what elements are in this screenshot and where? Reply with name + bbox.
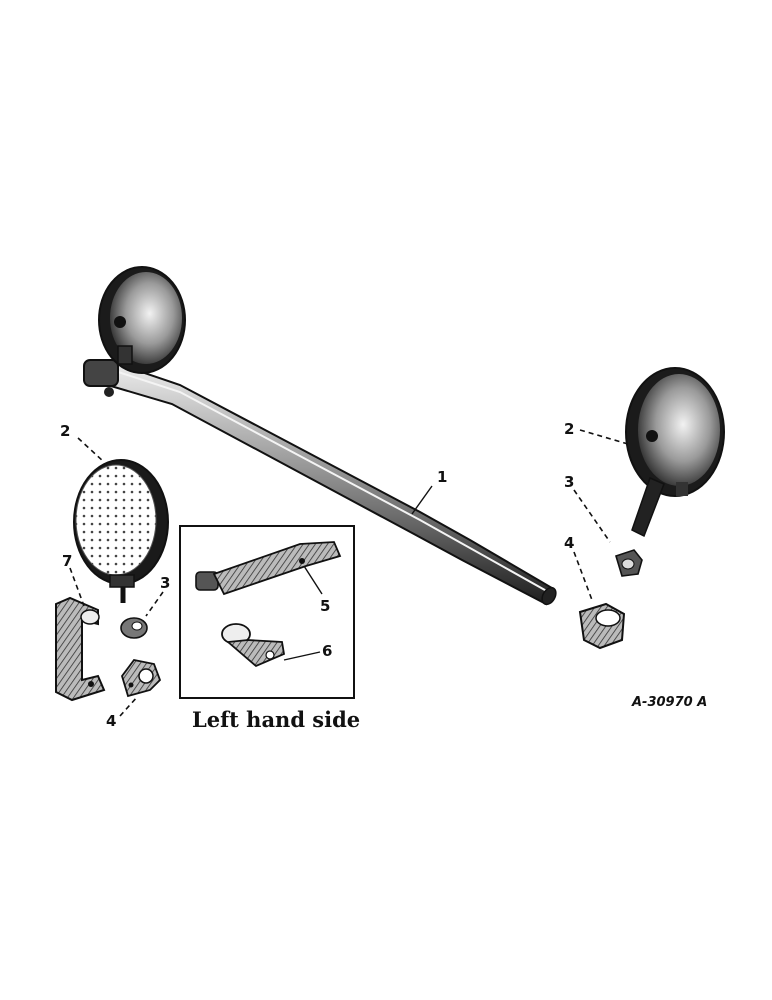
clamp-left — [121, 659, 162, 698]
callout-3-left: 3 — [160, 574, 170, 592]
callout-4-left: 4 — [106, 712, 116, 730]
bracket-7 — [55, 596, 106, 702]
callout-3-right: 3 — [564, 473, 574, 491]
mirror-head-mounted — [98, 266, 186, 374]
callout-4-right: 4 — [564, 534, 574, 552]
callout-7: 7 — [62, 552, 72, 570]
callout-6: 6 — [322, 642, 332, 660]
leader-lines — [69, 429, 629, 717]
drawing-number: A-30970 A — [631, 695, 707, 710]
clamp-right — [578, 602, 626, 650]
inset-left-hand-side — [179, 525, 355, 699]
callout-1: 1 — [437, 468, 447, 486]
callout-2-left: 2 — [60, 422, 70, 440]
nut-right — [615, 549, 643, 577]
mirror-head-right — [625, 367, 725, 538]
inset-caption: Left hand side — [192, 707, 360, 732]
bracket-5 — [195, 541, 342, 596]
nut-left — [120, 617, 148, 639]
mirror-tube — [83, 359, 557, 606]
callout-2-right: 2 — [564, 420, 574, 438]
callout-5: 5 — [320, 597, 330, 615]
mirror-glass-left — [73, 459, 169, 603]
clamp-6 — [221, 623, 286, 668]
